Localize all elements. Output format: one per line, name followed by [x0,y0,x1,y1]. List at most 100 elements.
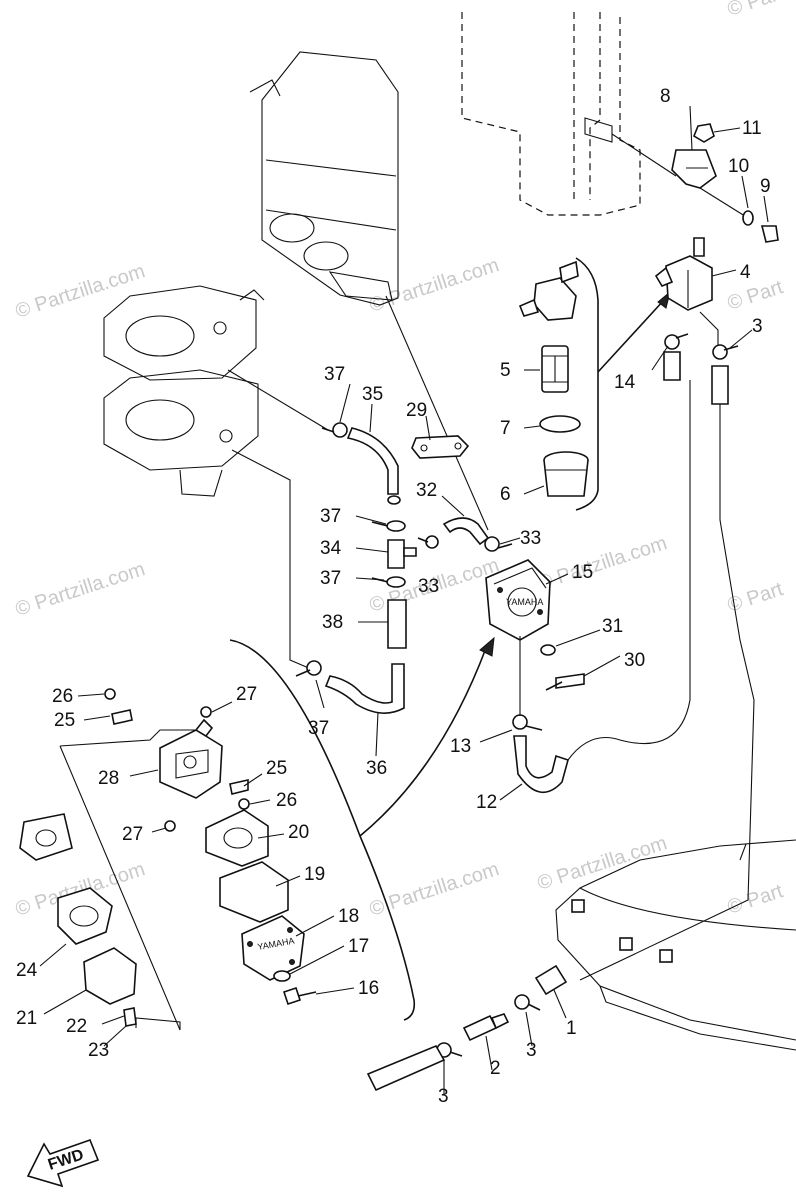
callout-37: 37 [324,364,345,385]
fuel-filter-4 [654,237,713,311]
screw-16-shaft [297,991,317,997]
leader-lines [39,105,769,1094]
callout-5: 5 [500,360,511,381]
filter-exploded-inset [575,257,671,511]
hose-32 [442,517,490,546]
callout-17: 17 [348,936,369,957]
callout-33: 33 [520,528,541,549]
callout-36: 36 [366,758,387,779]
hose-35 [346,427,399,495]
bracket-29 [411,435,470,459]
gasket-20 [205,809,269,867]
callout-3: 3 [752,316,763,337]
hose-14-segment [663,351,681,381]
watermark: © Partzilla.com [535,832,670,895]
callout-14: 14 [614,372,636,393]
callout-6: 6 [500,484,511,505]
bracket-8 [671,149,717,189]
hose-38 [387,599,407,649]
callout-8: 8 [660,86,671,107]
o-ring-7 [539,415,581,433]
callout-26: 26 [52,686,73,707]
diaphragm-21 [83,947,137,1005]
callout-12: 12 [476,792,497,813]
joint-34-nipple [403,547,417,557]
clamp-14 [664,333,689,350]
callout-31: 31 [602,616,623,637]
callout-19: 19 [304,864,325,885]
callout-11: 11 [742,118,762,139]
hose-route [567,380,691,761]
callout-3: 3 [526,1040,537,1061]
callout-37: 37 [320,506,341,527]
watermark: © Part [725,578,786,617]
hose-segment [711,365,729,405]
callout-37: 37 [320,568,341,589]
callout-27: 27 [236,684,257,705]
washer-17 [273,970,291,982]
callout-7: 7 [500,418,511,439]
filter-element-5 [541,345,569,393]
gasket-24-upper [19,813,73,861]
clamp-37 [371,520,406,532]
filter-cap-assembly [518,260,579,321]
hose-route [231,449,319,673]
callout-26: 26 [276,790,297,811]
fuel-pump-15: YAMAHA [485,559,551,641]
fuel-line-hose [366,1044,446,1092]
nut-11 [693,123,715,143]
watermark: © Part [725,0,786,21]
watermark: © Partzilla.com [13,558,148,621]
joint-2 [462,1014,498,1042]
seal-ring [387,495,401,505]
bolt-30-shaft [545,681,563,691]
filter-cup-6 [543,451,589,497]
fwd-direction-badge: FWD [26,1138,100,1188]
callout-16: 16 [358,978,379,999]
clamp-37 [371,576,406,588]
callout-32: 32 [416,480,437,501]
clamp-3 [514,994,541,1011]
callout-28: 28 [98,768,119,789]
clamp-37 [295,660,322,677]
clip-25 [229,779,249,795]
arrow-head [479,636,495,657]
leader-line [699,187,749,219]
callout-1: 1 [566,1018,577,1039]
connector-line [359,647,487,837]
gasket-24 [57,887,113,945]
callout-22: 22 [66,1016,87,1037]
clamp-33 [484,536,513,552]
joint-34 [387,539,405,569]
hose-route [699,311,719,350]
callout-2: 2 [490,1058,501,1079]
callout-38: 38 [322,612,343,633]
screw-26 [238,798,250,810]
callout-4: 4 [740,262,751,283]
callout-21: 21 [16,1008,37,1029]
callout-33: 33 [418,576,439,597]
callout-10: 10 [728,156,749,177]
watermark: © Part [725,276,786,315]
callout-24: 24 [16,960,38,981]
callout-35: 35 [362,384,383,405]
hose-1 [534,964,568,996]
bottom-cowling [555,839,796,1051]
callout-15: 15 [572,562,593,583]
pump-logo: YAMAHA [506,597,543,607]
callout-13: 13 [450,736,471,757]
cylinder-head [249,51,399,306]
clamp-13 [512,714,543,731]
screw-16 [282,986,302,1006]
callout-9: 9 [760,176,771,197]
hose-route [385,295,489,531]
screw-23 [123,1007,137,1027]
callout-25: 25 [266,758,287,779]
nut-27 [164,820,176,832]
callout-labels: 1 2 3 3 3 4 5 6 7 8 9 10 11 12 13 14 15 … [16,86,771,1107]
washer-31 [540,644,556,656]
screw-26 [104,688,116,700]
clamp-33 [417,535,439,549]
washer-10 [742,210,754,226]
